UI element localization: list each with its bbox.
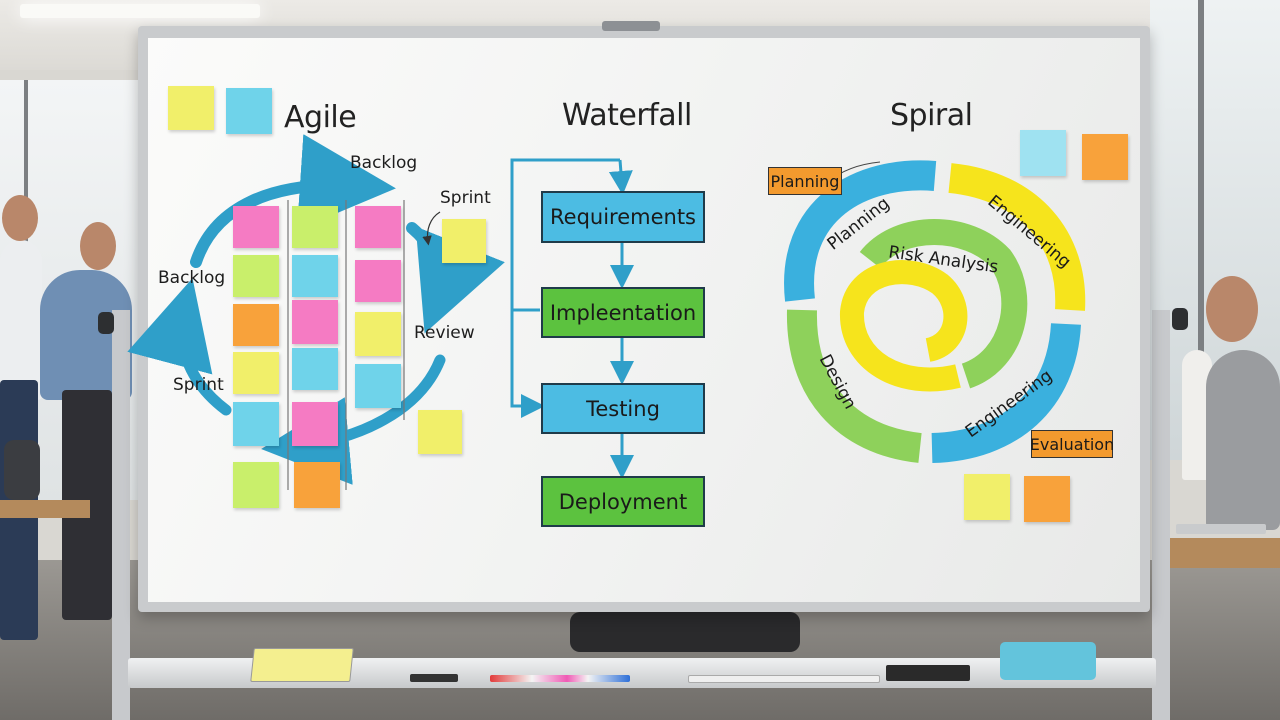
pen[interactable] — [688, 675, 880, 683]
marker-set[interactable] — [490, 675, 630, 682]
sticky-note — [292, 402, 338, 446]
spiral-arc-design — [786, 309, 923, 463]
stand-right-leg — [1152, 310, 1170, 720]
waterfall-title: Waterfall — [562, 98, 692, 133]
sticky-note — [292, 348, 338, 390]
desk-left — [0, 500, 90, 518]
person-left-head — [2, 195, 38, 241]
sticky-note — [233, 255, 279, 297]
stand-knob-right[interactable] — [1172, 308, 1188, 330]
marker-black[interactable] — [886, 665, 970, 681]
desk-right — [1170, 538, 1280, 568]
sticky-note — [233, 304, 279, 346]
spiral-arc-engineering-bottom — [931, 322, 1081, 463]
sticky-note — [355, 364, 401, 408]
spiral-title: Spiral — [890, 98, 973, 133]
sticky-note — [292, 255, 338, 297]
person-right-shirt — [1206, 350, 1280, 530]
sticky-note — [168, 86, 214, 130]
sticky-note — [1024, 476, 1070, 522]
sticky-note — [294, 462, 340, 508]
sticky-note — [355, 206, 401, 248]
sticky-note — [233, 206, 279, 248]
sprint-pointer — [422, 211, 441, 246]
agile-title: Agile — [284, 100, 357, 135]
laptop-right — [1176, 524, 1266, 534]
stand-knob-left[interactable] — [98, 312, 114, 334]
window-mullion — [1198, 0, 1204, 460]
sticky-note — [1020, 130, 1066, 176]
marker[interactable] — [410, 674, 458, 682]
agile-label-review: Review — [414, 323, 475, 343]
agile-arrow-top — [190, 134, 396, 268]
waterfall-step-testing: Testing — [541, 383, 705, 434]
agile-arrow-left — [127, 278, 232, 416]
waterfall-step-implementation: Impleentation — [541, 287, 705, 338]
agile-arrow-right — [406, 222, 505, 334]
sticky-note — [292, 206, 338, 248]
spiral-inner-yellow — [840, 260, 968, 392]
spiral-arc-risk — [859, 219, 1028, 389]
agile-label-sprint-left: Sprint — [173, 375, 224, 395]
sticky-note — [442, 219, 486, 263]
sticky-note — [355, 312, 401, 356]
whiteboard-handle — [602, 21, 660, 31]
waterfall-step-deployment: Deployment — [541, 476, 705, 527]
agile-label-sprint-right: Sprint — [440, 188, 491, 208]
sticky-note — [1082, 134, 1128, 180]
waterfall-step-requirements: Requirements — [541, 191, 705, 243]
agile-label-backlog-top: Backlog — [350, 153, 418, 173]
sticky-note — [233, 352, 279, 394]
whiteboard-eraser[interactable] — [1000, 642, 1096, 680]
waterfall-arrow-in — [608, 159, 633, 195]
stand-left-leg — [112, 310, 130, 720]
sticky-note-pad[interactable] — [250, 648, 354, 682]
agile-label-backlog-left: Backlog — [158, 268, 226, 288]
sticky-note — [355, 260, 401, 302]
sticky-note — [233, 462, 279, 508]
laptop-left — [4, 440, 40, 500]
office-chair — [570, 612, 800, 652]
ceiling-light — [20, 4, 260, 18]
sticky-note — [418, 410, 462, 454]
person-left-shirt — [0, 240, 42, 400]
sticky-note — [292, 300, 338, 344]
sticky-note — [964, 474, 1010, 520]
spiral-diagram — [784, 160, 1086, 463]
person-middle-head — [80, 222, 116, 270]
spiral-tag-evaluation: Evaluation — [1030, 430, 1114, 458]
spiral-arc-engineering-top — [948, 163, 1086, 311]
person-right-head — [1206, 276, 1258, 342]
spiral-tag-planning: Planning — [768, 167, 842, 195]
sticky-note — [226, 88, 272, 134]
spiral-arc-planning — [784, 160, 937, 302]
sticky-note — [233, 402, 279, 446]
waterfall-loop-arrow — [510, 158, 620, 418]
